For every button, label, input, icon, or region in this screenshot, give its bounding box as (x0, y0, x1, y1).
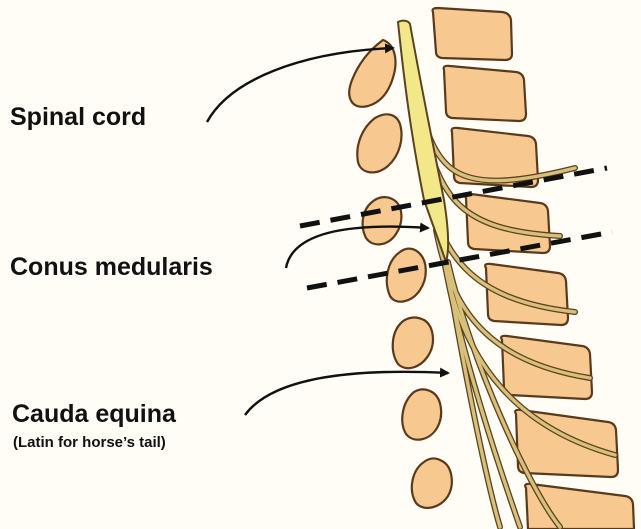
spinous-process (412, 458, 452, 507)
vertebral-body (433, 8, 512, 60)
cauda-equina-note: (Latin for horse’s tail) (13, 434, 166, 451)
spinous-process (357, 114, 401, 172)
conus-boundary-lines (300, 168, 612, 288)
vertebral-body (515, 410, 618, 477)
spinous-process (363, 197, 402, 244)
conus-medularis-label: Conus medularis (10, 253, 213, 282)
vertebral-body (525, 484, 634, 529)
spinal-cord-label: Spinal cord (10, 103, 146, 132)
vertebral-body (444, 66, 526, 121)
spinous-process (402, 389, 441, 439)
spinous-process (393, 318, 433, 369)
spinous-processes (349, 40, 452, 508)
cauda-equina-label: Cauda equina (12, 400, 176, 429)
spinous-process (387, 249, 426, 302)
